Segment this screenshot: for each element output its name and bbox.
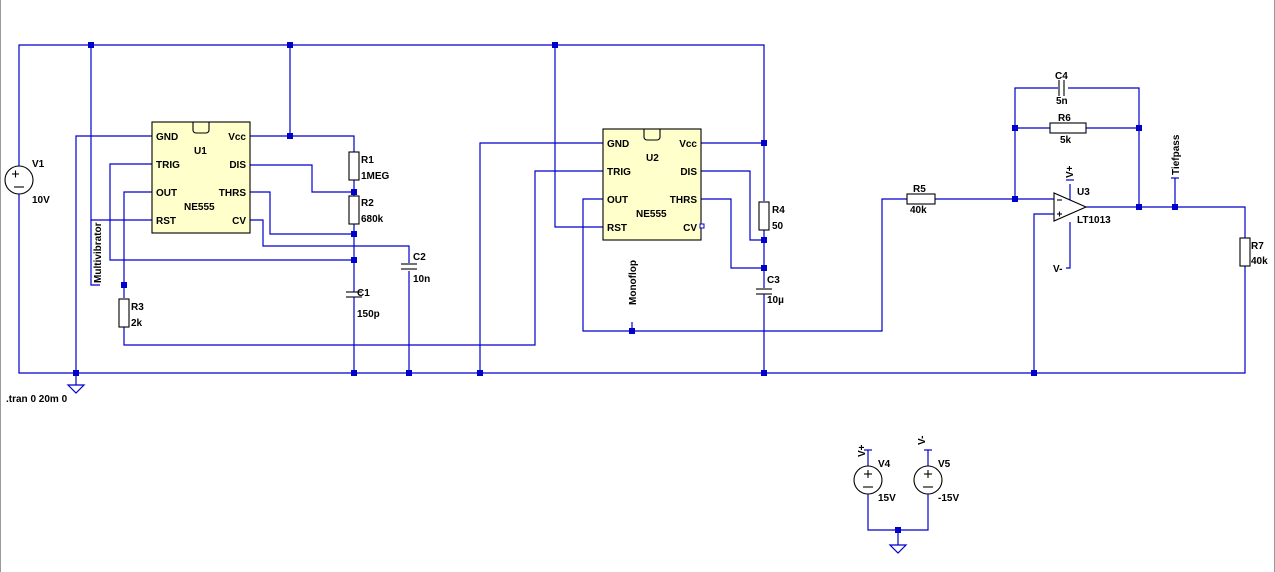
- r3-value: 2k: [131, 318, 143, 329]
- u1-pin-trig: TRIG: [156, 160, 180, 171]
- c4-name: C4: [1055, 71, 1068, 82]
- r1-value: 1MEG: [361, 171, 390, 182]
- u1-pin-gnd: GND: [156, 132, 178, 143]
- resistor-r7[interactable]: [1239, 237, 1251, 267]
- capacitor-c3[interactable]: [756, 288, 772, 300]
- u1-pin-vcc: Vcc: [228, 132, 246, 143]
- spice-directive[interactable]: .tran 0 20m 0: [6, 394, 68, 405]
- resistor-r6[interactable]: [1049, 122, 1087, 134]
- u3-name: U3: [1077, 187, 1090, 198]
- u2-pin-thrs: THRS: [670, 195, 698, 206]
- voltage-source-v1[interactable]: [4, 165, 34, 195]
- ground-symbol: [66, 384, 86, 394]
- net-label-multivibrator: Multivibrator: [93, 222, 104, 283]
- u2-pin-out: OUT: [607, 195, 628, 206]
- v5-name: V5: [938, 459, 951, 470]
- v5-net-label: V-: [917, 436, 928, 445]
- r3-name: R3: [131, 302, 144, 313]
- u2-pin-dis: DIS: [680, 167, 697, 178]
- c2-name: C2: [413, 252, 426, 263]
- u1-pin-dis: DIS: [229, 160, 246, 171]
- v1-name: V1: [32, 159, 45, 170]
- c1-name: C1: [357, 288, 370, 299]
- ground-symbol-supplies: [888, 544, 908, 554]
- r6-value: 5k: [1060, 135, 1072, 146]
- r5-value: 40k: [910, 205, 927, 216]
- r2-value: 680k: [361, 214, 384, 225]
- u2-pin-vcc: Vcc: [679, 139, 697, 150]
- c3-value: 10µ: [767, 295, 784, 306]
- v4-value: 15V: [878, 493, 896, 504]
- r2-name: R2: [361, 198, 374, 209]
- u2-type: NE555: [636, 209, 667, 220]
- opamp-u3[interactable]: [1053, 192, 1088, 222]
- resistor-r2[interactable]: [348, 195, 360, 225]
- junctions: [73, 42, 1178, 533]
- net-label-tiefpass: Tiefpass: [1171, 134, 1182, 175]
- ic-u1[interactable]: [151, 121, 251, 234]
- capacitor-c4[interactable]: [1058, 80, 1065, 96]
- u2-pin-trig: TRIG: [607, 167, 631, 178]
- u2-pin-gnd: GND: [607, 139, 629, 150]
- resistor-r4[interactable]: [758, 201, 770, 231]
- u2-name: U2: [646, 153, 659, 164]
- r4-name: R4: [772, 205, 785, 216]
- u1-type: NE555: [184, 202, 215, 213]
- ic-u2[interactable]: [602, 128, 705, 241]
- u3-type: LT1013: [1077, 215, 1111, 226]
- c4-value: 5n: [1056, 96, 1068, 107]
- v4-name: V4: [878, 459, 891, 470]
- resistor-r3[interactable]: [118, 298, 130, 328]
- r7-value: 40k: [1251, 256, 1268, 267]
- voltage-source-v4[interactable]: [853, 465, 883, 495]
- capacitor-c2[interactable]: [401, 263, 417, 270]
- c2-value: 10n: [413, 274, 430, 285]
- resistor-r1[interactable]: [348, 151, 360, 181]
- r7-name: R7: [1251, 241, 1264, 252]
- u1-name: U1: [194, 146, 207, 157]
- v5-value: -15V: [938, 493, 959, 504]
- r6-name: R6: [1058, 113, 1071, 124]
- u1-pin-thrs: THRS: [219, 188, 247, 199]
- wires: [18, 44, 1246, 545]
- voltage-source-v5[interactable]: [913, 465, 943, 495]
- c1-value: 150p: [357, 309, 380, 320]
- u2-pin-rst: RST: [607, 223, 627, 234]
- r4-value: 50: [772, 221, 784, 232]
- opamp-vminus-label: V-: [1053, 264, 1062, 275]
- u1-pin-rst: RST: [156, 216, 176, 227]
- capacitor-c1[interactable]: [346, 288, 362, 300]
- opamp-vplus-label: V+: [1065, 165, 1076, 178]
- u1-pin-cv: CV: [232, 216, 246, 227]
- v1-value: 10V: [32, 195, 50, 206]
- v4-net-label: V+: [857, 444, 868, 457]
- c3-name: C3: [767, 275, 780, 286]
- resistor-r5[interactable]: [906, 193, 936, 205]
- r5-name: R5: [913, 184, 926, 195]
- u1-pin-out: OUT: [156, 188, 177, 199]
- net-label-monoflop: Monoflop: [628, 260, 639, 305]
- r1-name: R1: [361, 155, 374, 166]
- u2-pin-cv: CV: [683, 223, 697, 234]
